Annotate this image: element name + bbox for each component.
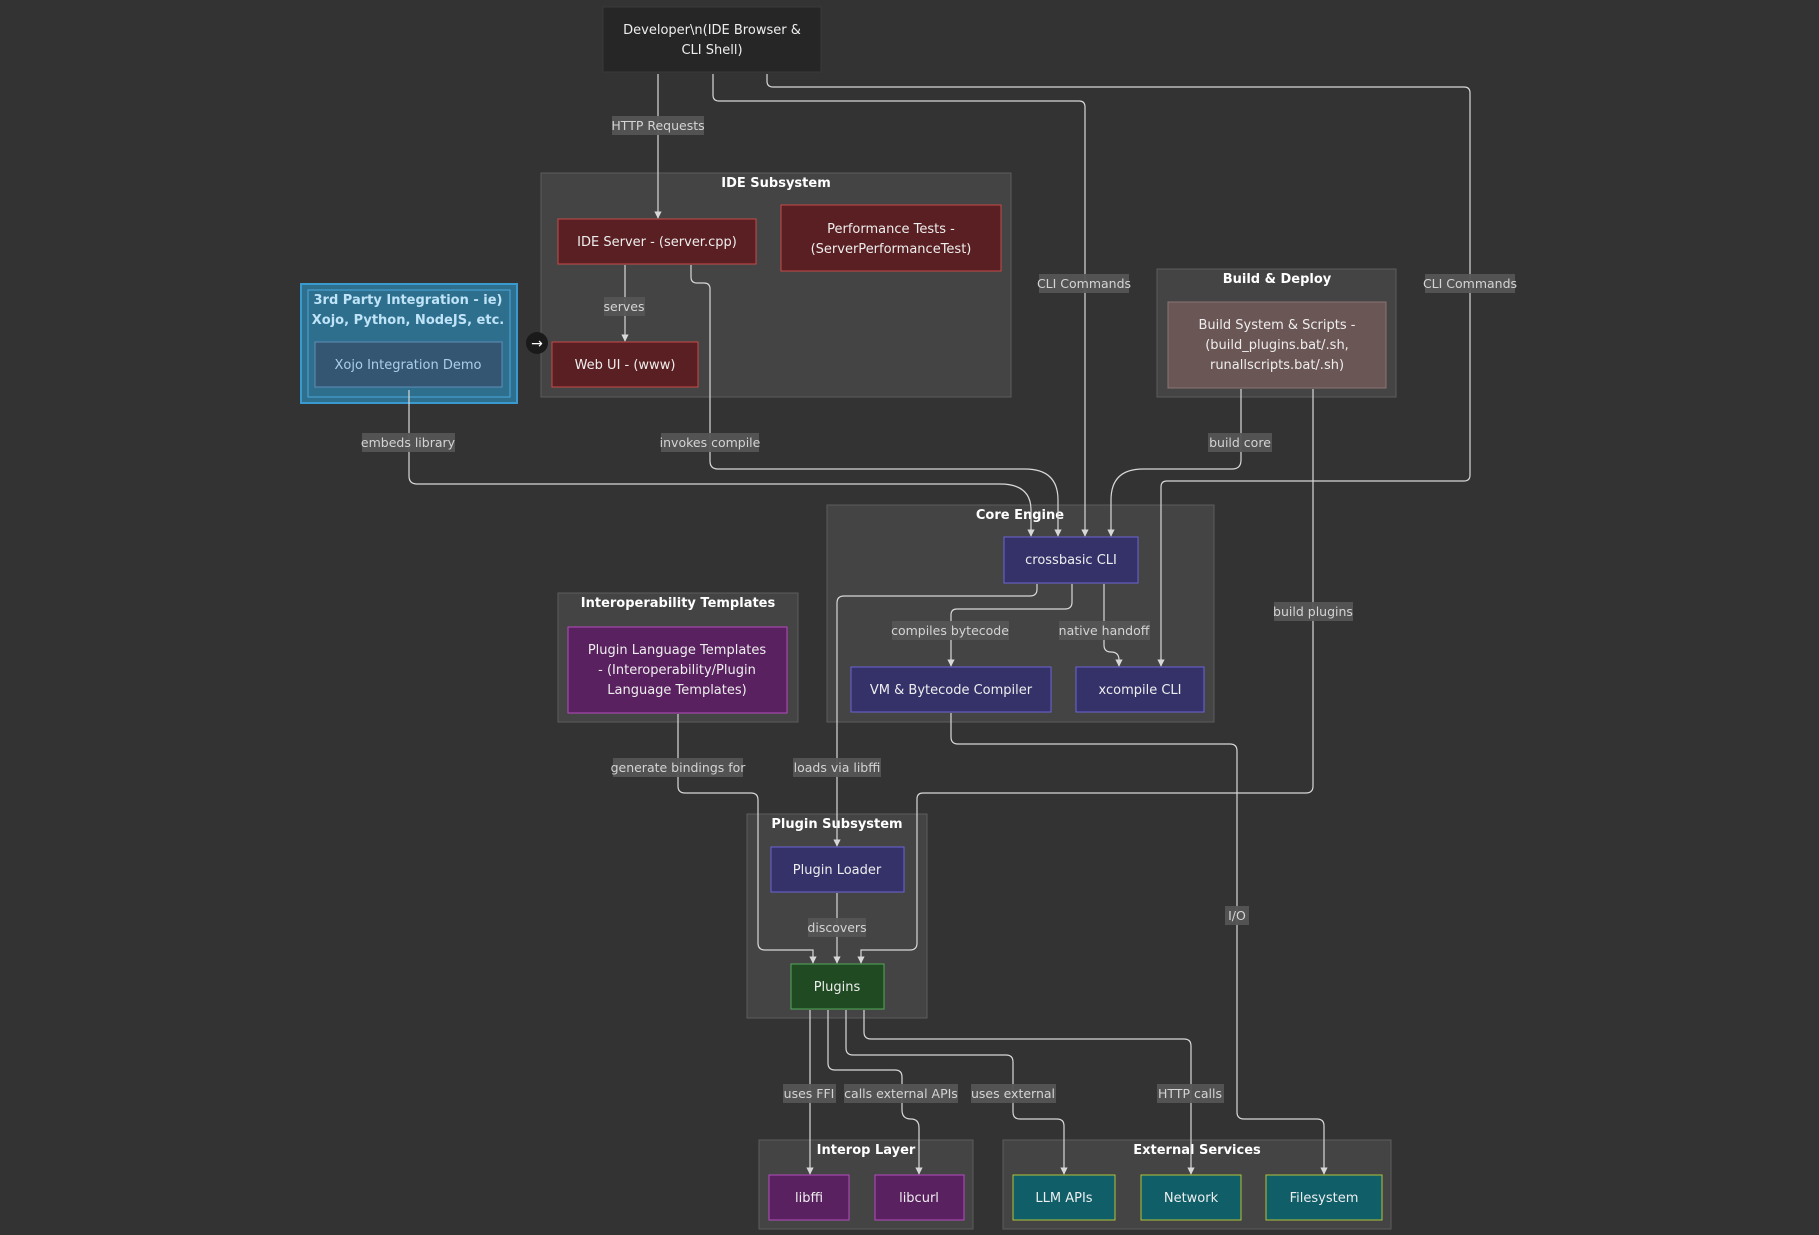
edge-label-uses-external: uses external <box>971 1086 1055 1101</box>
edge-loads-via-libffi[interactable] <box>833 584 1038 847</box>
node-build-system-line-2: (build_plugins.bat/.sh, <box>1205 338 1349 353</box>
node-llm-apis-label: LLM APIs <box>1035 1191 1092 1206</box>
node-developer-line-1: Developer\n(IDE Browser & <box>623 23 801 38</box>
edge-label-native-handoff: native handoff <box>1059 623 1150 638</box>
edge-compiles-bytecode[interactable] <box>947 584 1073 667</box>
edge-label-build-core: build core <box>1209 435 1271 450</box>
edge-native-handoff[interactable] <box>1103 584 1123 667</box>
edge-generate-bindings[interactable] <box>677 714 817 964</box>
node-developer[interactable]: Developer\n(IDE Browser & CLI Shell) <box>602 6 822 73</box>
node-crossbasic-cli-label: crossbasic CLI <box>1025 553 1117 568</box>
node-libffi-label: libffi <box>795 1191 823 1206</box>
node-libffi[interactable]: libffi <box>768 1174 850 1221</box>
cluster-title-external-services: External Services <box>1133 1143 1261 1158</box>
node-performance-tests-line-2: (ServerPerformanceTest) <box>811 242 972 257</box>
node-xojo-integration-demo[interactable]: Xojo Integration Demo <box>314 341 503 388</box>
node-build-system-line-1: Build System & Scripts - <box>1199 318 1356 333</box>
node-ide-server[interactable]: IDE Server - (server.cpp) <box>557 218 757 265</box>
node-network-label: Network <box>1164 1191 1219 1206</box>
node-web-ui-label: Web UI - (www) <box>575 358 676 373</box>
node-plugins[interactable]: Plugins <box>790 963 885 1010</box>
node-plugin-language-templates[interactable]: Plugin Language Templates - (Interoperab… <box>567 626 788 714</box>
cluster-title-third-party-line-1: 3rd Party Integration - ie) <box>314 293 503 308</box>
edge-embeds-library[interactable] <box>408 390 1035 537</box>
node-build-system[interactable]: Build System & Scripts - (build_plugins.… <box>1167 301 1387 389</box>
edge-label-discovers: discovers <box>807 920 866 935</box>
node-filesystem[interactable]: Filesystem <box>1265 1174 1383 1221</box>
node-performance-tests-line-1: Performance Tests - <box>827 222 955 237</box>
node-plugin-templates-line-2: - (Interoperability/Plugin <box>598 663 756 678</box>
edge-label-invokes-compile: invokes compile <box>660 435 761 450</box>
node-plugins-label: Plugins <box>814 980 861 995</box>
edge-label-loads-via-libffi: loads via libffi <box>794 760 881 775</box>
edge-calls-external-apis[interactable] <box>827 1010 923 1175</box>
node-xcompile-cli[interactable]: xcompile CLI <box>1075 666 1205 713</box>
edge-label-cli-commands-2: CLI Commands <box>1423 276 1517 291</box>
edge-invokes-compile[interactable] <box>690 265 1062 537</box>
edge-label-generate-bindings: generate bindings for <box>611 760 747 775</box>
cluster-title-core-engine: Core Engine <box>976 508 1064 523</box>
node-libcurl-label: libcurl <box>899 1191 939 1206</box>
edge-label-embeds-library: embeds library <box>361 435 456 450</box>
edge-http-calls[interactable] <box>863 1010 1195 1175</box>
node-vm-bytecode-compiler[interactable]: VM & Bytecode Compiler <box>850 666 1052 713</box>
node-llm-apis[interactable]: LLM APIs <box>1012 1174 1116 1221</box>
node-ide-server-label: IDE Server - (server.cpp) <box>577 235 737 250</box>
node-network[interactable]: Network <box>1140 1174 1242 1221</box>
node-performance-tests[interactable]: Performance Tests - (ServerPerformanceTe… <box>780 204 1002 272</box>
node-vm-bytecode-compiler-label: VM & Bytecode Compiler <box>870 683 1033 698</box>
edge-labels: HTTP Requests CLI Commands CLI Commands … <box>361 116 1517 1103</box>
node-developer-line-2: CLI Shell) <box>681 43 742 58</box>
edge-build-core[interactable] <box>1107 389 1242 537</box>
edge-label-compiles-bytecode: compiles bytecode <box>891 623 1009 638</box>
edge-label-uses-ffi: uses FFI <box>784 1086 835 1101</box>
edge-label-http-calls: HTTP calls <box>1158 1086 1222 1101</box>
node-xcompile-cli-label: xcompile CLI <box>1099 683 1182 698</box>
node-plugin-templates-line-3: Language Templates) <box>607 683 746 698</box>
node-crossbasic-cli[interactable]: crossbasic CLI <box>1003 536 1139 584</box>
edge-label-io: I/O <box>1228 908 1246 923</box>
edge-label-cli-commands-1: CLI Commands <box>1037 276 1131 291</box>
arrow-right-icon: → <box>531 336 543 352</box>
cluster-title-third-party-line-2: Xojo, Python, NodeJS, etc. <box>312 313 504 328</box>
edge-io[interactable] <box>950 713 1328 1175</box>
cluster-title-interoperability-templates: Interoperability Templates <box>581 596 776 611</box>
edge-label-build-plugins: build plugins <box>1273 604 1353 619</box>
edge-label-serves: serves <box>604 299 645 314</box>
cluster-title-ide-subsystem: IDE Subsystem <box>721 176 830 191</box>
cluster-title-build-deploy: Build & Deploy <box>1223 272 1332 287</box>
node-plugin-loader-label: Plugin Loader <box>793 863 882 878</box>
edge-label-http-requests: HTTP Requests <box>611 118 704 133</box>
node-build-system-line-3: runallscripts.bat/.sh) <box>1210 358 1344 373</box>
edge-build-plugins[interactable] <box>857 389 1314 964</box>
toggle-button[interactable]: → <box>526 332 548 354</box>
node-plugin-loader[interactable]: Plugin Loader <box>770 846 905 893</box>
edge-cli-commands-1[interactable] <box>712 74 1089 537</box>
node-libcurl[interactable]: libcurl <box>874 1174 965 1221</box>
cluster-title-interop-layer: Interop Layer <box>817 1143 916 1158</box>
node-plugin-templates-line-1: Plugin Language Templates <box>588 643 767 658</box>
node-filesystem-label: Filesystem <box>1290 1191 1359 1206</box>
node-web-ui[interactable]: Web UI - (www) <box>551 341 699 388</box>
node-xojo-integration-demo-label: Xojo Integration Demo <box>335 358 482 373</box>
edge-label-calls-external-apis: calls external APIs <box>844 1086 958 1101</box>
